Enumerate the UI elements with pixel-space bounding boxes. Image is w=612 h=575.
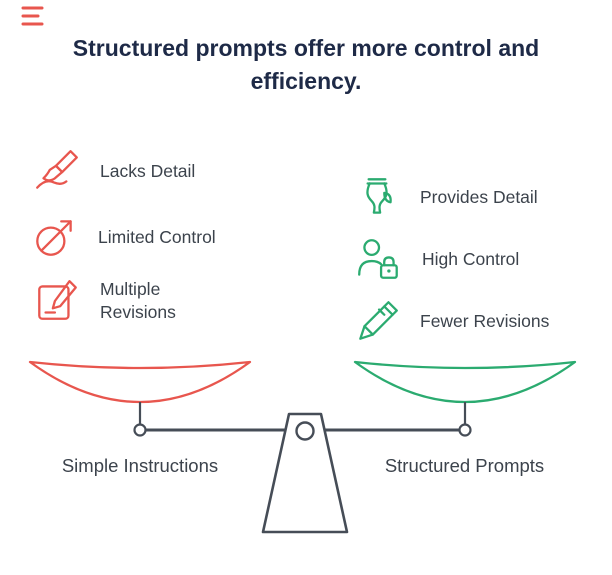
right-knob: [458, 423, 472, 437]
left-knob: [133, 423, 147, 437]
pivot-hole: [295, 421, 315, 441]
logo-icon: [21, 6, 44, 26]
page-title: Structured prompts offer more control an…: [72, 35, 540, 95]
document-edit-icon: [38, 280, 77, 320]
balance-scale: [28, 360, 577, 534]
right-pan: [353, 360, 577, 404]
list-item-lacks-detail: Lacks Detail: [32, 146, 195, 196]
pivot-base: [261, 412, 349, 534]
list-item-provides-detail: Provides Detail: [352, 172, 538, 222]
item-label: Provides Detail: [420, 186, 538, 207]
list-item-limited-control: Limited Control: [30, 212, 216, 262]
item-label: Limited Control: [98, 226, 216, 247]
item-label: Multiple Revisions: [100, 279, 176, 322]
vase-icon: [366, 178, 392, 214]
person-lock-icon: [358, 239, 398, 279]
item-label: Fewer Revisions: [420, 310, 550, 331]
list-item-multiple-revisions: Multiple Revisions: [32, 276, 220, 326]
item-label: High Control: [422, 248, 520, 269]
left-pan: [28, 360, 252, 404]
pen-icon: [359, 301, 398, 340]
list-item-high-control: High Control: [354, 234, 519, 284]
left-pan-label: Simple Instructions: [61, 455, 219, 476]
right-pan-label: Structured Prompts: [384, 455, 545, 476]
item-label: Lacks Detail: [100, 160, 196, 181]
list-item-fewer-revisions: Fewer Revisions: [352, 296, 549, 346]
no-control-icon: [36, 220, 72, 256]
paintbrush-icon: [36, 150, 78, 189]
